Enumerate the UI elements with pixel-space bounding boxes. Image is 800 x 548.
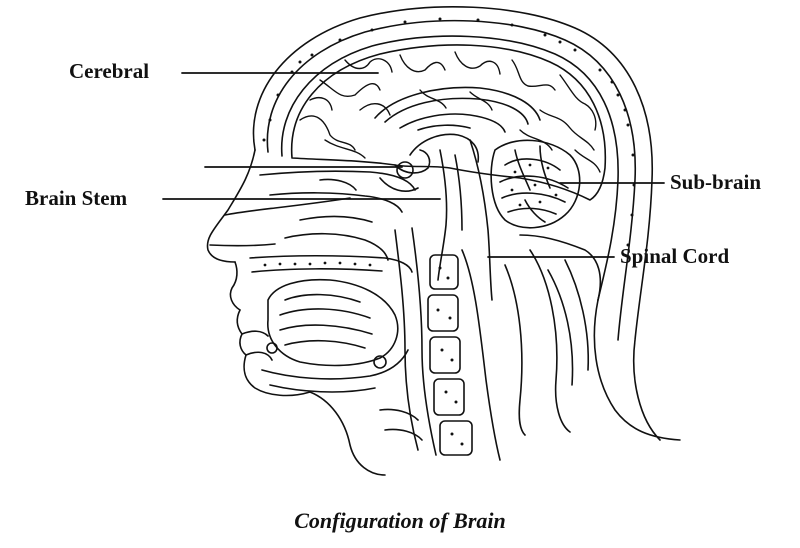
nasal-cavity (259, 170, 416, 261)
face-profile (206, 149, 386, 476)
cerebral-gyri (299, 51, 601, 173)
cervical-vertebrae (427, 249, 501, 461)
pharynx (379, 227, 437, 456)
cerebellum-dots (510, 163, 558, 207)
vertebra-dots (436, 266, 464, 446)
brain-stem-shape (437, 139, 493, 301)
tongue (267, 278, 399, 367)
cerebellum (490, 139, 581, 229)
label-spinal-cord: Spinal Cord (620, 244, 730, 268)
jaw (241, 330, 409, 393)
leader-lines (162, 72, 665, 258)
label-brain-stem: Brain Stem (25, 186, 128, 210)
label-sub-brain: Sub-brain (670, 170, 762, 194)
figure-caption: Configuration of Brain (294, 508, 506, 533)
corpus-callosum (374, 86, 541, 133)
midbrain (379, 133, 480, 192)
skull-outline (252, 6, 661, 441)
palate (249, 254, 413, 273)
skull-dots (262, 17, 636, 247)
label-cerebral: Cerebral (69, 59, 150, 83)
palate-dots (263, 261, 372, 267)
neck-back (504, 234, 681, 441)
cerebrum-contour (290, 44, 607, 201)
